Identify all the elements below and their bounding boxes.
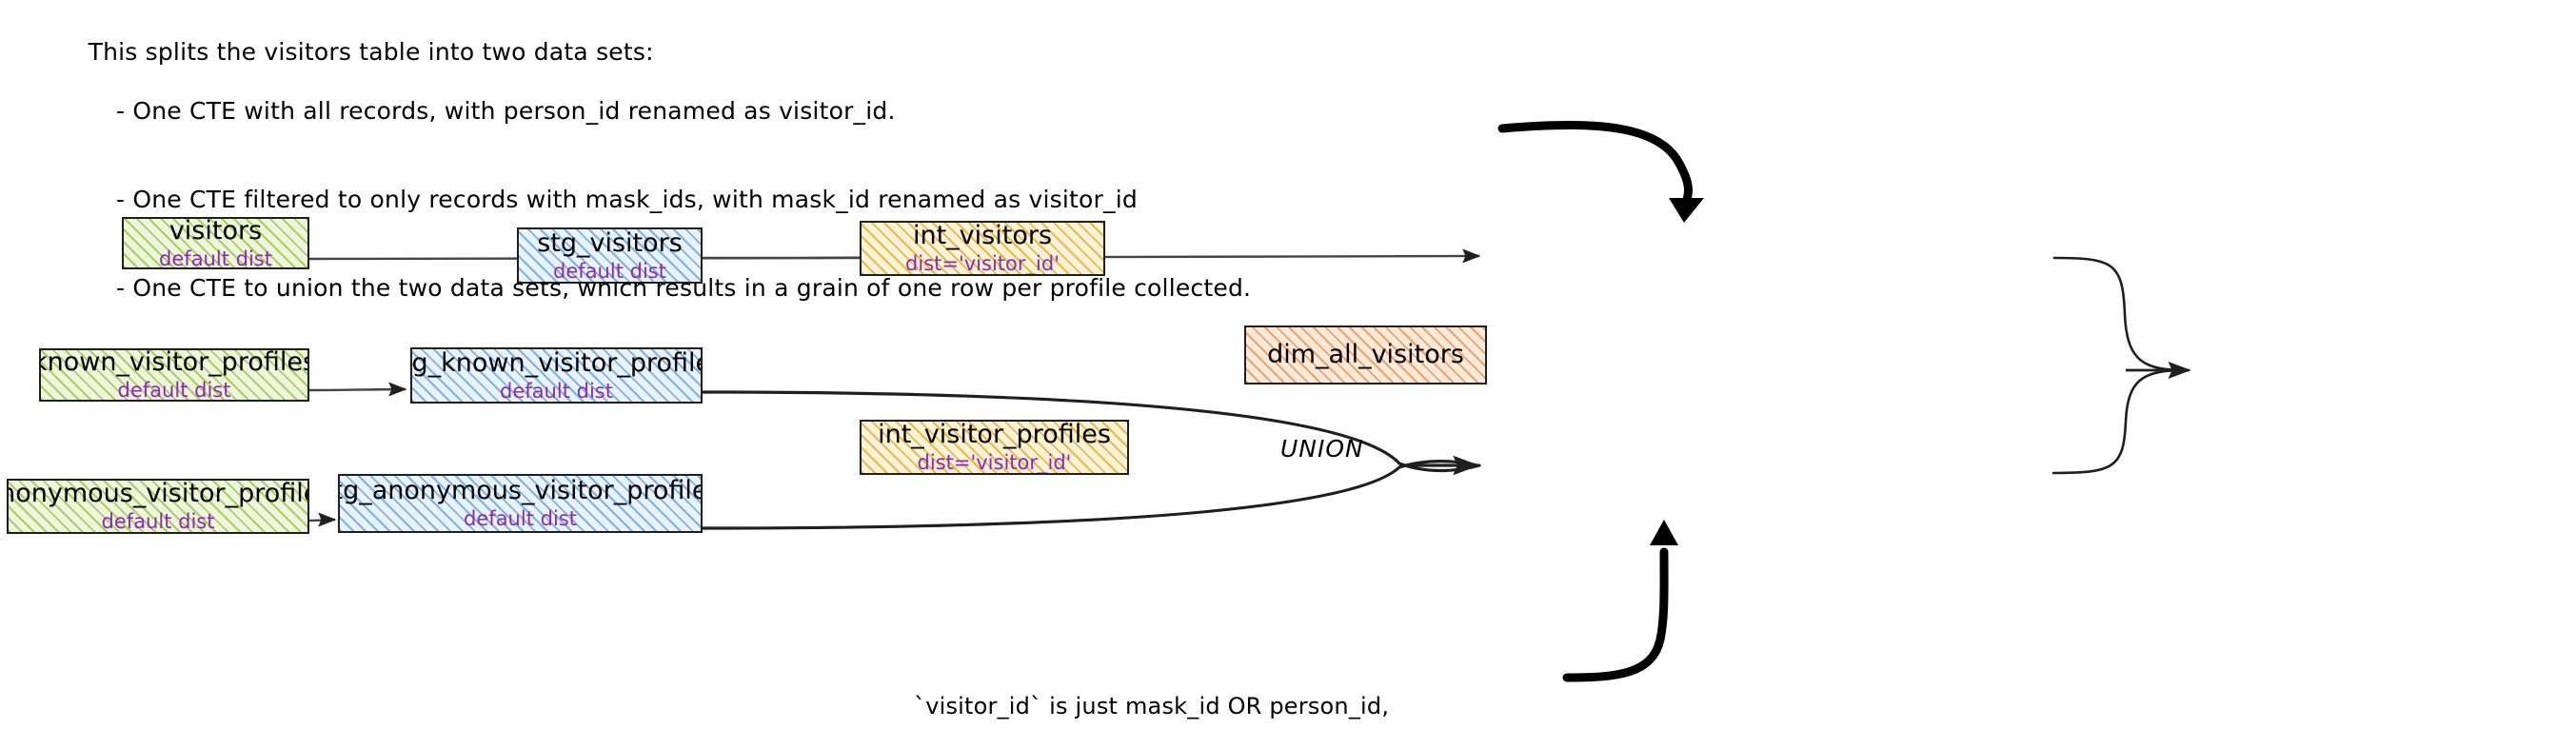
- node-fill-hatch: [41, 350, 307, 400]
- node-stg-visitors[interactable]: stg_visitors default dist: [517, 227, 703, 284]
- edge-known-to-stg-known: [307, 382, 407, 397]
- node-subtitle: default dist: [159, 246, 272, 269]
- edge-int-visitor-profiles-to-dim-all-visitors: [2051, 368, 2182, 475]
- node-fill-hatch: [9, 481, 307, 532]
- node-fill-hatch: [412, 349, 701, 402]
- intro-annotation: This splits the visitors table into two …: [57, 8, 1251, 362]
- intro-line-2: - One CTE filtered to only records with …: [116, 186, 1138, 213]
- node-stg-known-visitor-profiles[interactable]: stg_known_visitor_profiles default dist: [410, 347, 703, 404]
- callout-arrow-note: [1562, 547, 1669, 682]
- note-line-1: `visitor_id` is just mask_id OR person_i…: [914, 693, 1390, 719]
- node-visitors[interactable]: visitors default dist: [122, 217, 309, 269]
- intro-line-1: - One CTE with all records, with person_…: [116, 97, 896, 125]
- node-title: int_visitor_profiles: [878, 420, 1111, 449]
- note-annotation: `visitor_id` is just mask_id OR person_i…: [914, 628, 1451, 749]
- intro-line-0: This splits the visitors table into two …: [88, 38, 654, 66]
- node-subtitle: default dist: [500, 379, 613, 403]
- callout-arrowhead-note: [1650, 520, 1678, 545]
- node-fill-hatch: [340, 476, 701, 531]
- callout-arrow-intro: [1497, 120, 1693, 212]
- node-fill-hatch: [1246, 327, 1485, 383]
- node-dim-all-visitors[interactable]: dim_all_visitors: [1244, 325, 1487, 384]
- node-title: stg_known_visitor_profiles: [411, 347, 701, 378]
- node-title: stg_visitors: [537, 227, 683, 258]
- node-known-visitor-profiles[interactable]: known_visitor_profiles default dist: [39, 348, 309, 402]
- intro-line-3: - One CTE to union the two data sets, wh…: [116, 274, 1252, 302]
- node-stg-anonymous-visitor-profiles[interactable]: stg_anonymous_visitor_profiles default d…: [338, 474, 703, 533]
- node-title: anonymous_visitor_profiles: [9, 479, 307, 508]
- node-fill-hatch: [862, 223, 1103, 274]
- edge-anonymous-to-stg-anonymous: [307, 512, 337, 527]
- node-title: dim_all_visitors: [1267, 340, 1464, 369]
- node-subtitle: default dist: [117, 379, 231, 402]
- node-fill-hatch: [519, 229, 701, 282]
- node-int-visitors[interactable]: int_visitors dist='visitor_id': [860, 221, 1105, 276]
- node-title: stg_anonymous_visitor_profiles: [338, 476, 703, 505]
- node-anonymous-visitor-profiles[interactable]: anonymous_visitor_profiles default dist: [7, 479, 309, 534]
- node-fill-hatch: [124, 219, 307, 267]
- node-title: int_visitors: [912, 221, 1053, 250]
- node-subtitle: default dist: [101, 510, 215, 533]
- node-subtitle: default dist: [553, 259, 666, 283]
- node-subtitle: default dist: [464, 507, 577, 530]
- node-int-visitor-profiles[interactable]: int_visitor_profiles dist='visitor_id': [860, 420, 1129, 475]
- edge-int-visitors-to-dim-all-visitors: [2052, 256, 2182, 372]
- node-title: known_visitor_profiles: [39, 348, 309, 377]
- callout-arrowhead-intro: [1669, 198, 1704, 223]
- union-edge-label: UNION: [1280, 435, 1364, 463]
- node-subtitle: dist='visitor_id': [917, 451, 1072, 474]
- node-subtitle: dist='visitor_id': [905, 252, 1060, 275]
- node-title: visitors: [168, 217, 263, 246]
